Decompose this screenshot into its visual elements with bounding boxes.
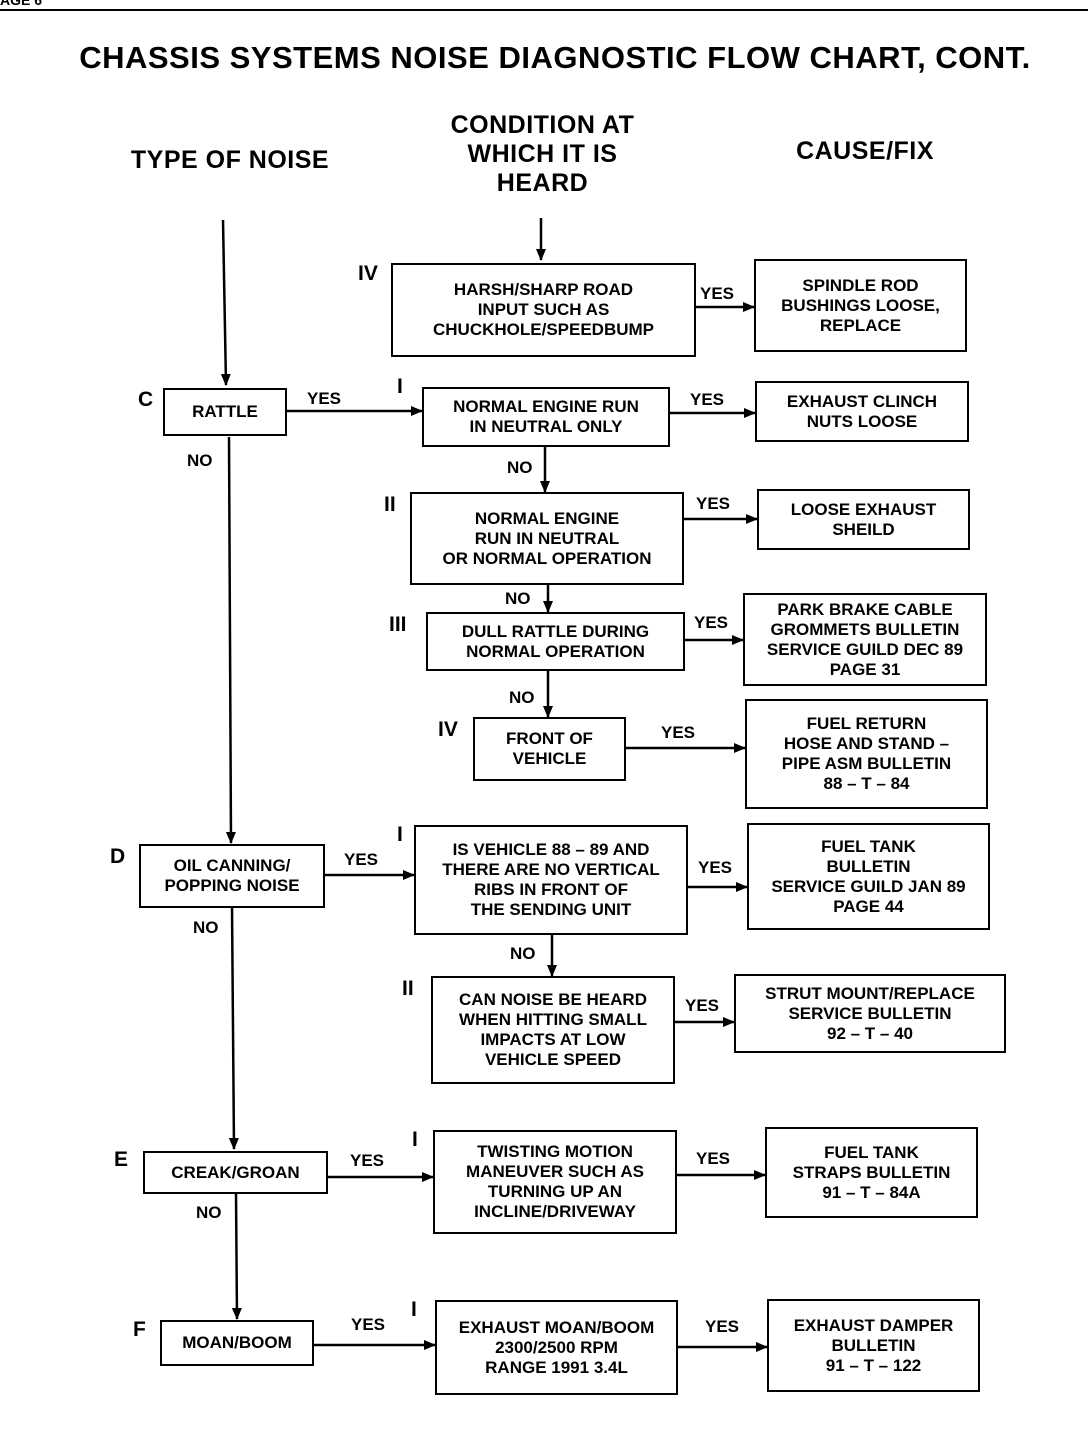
condition-harsh-road-box: HARSH/SHARP ROAD INPUT SUCH AS CHUCKHOLE… <box>391 263 696 357</box>
yes-label: YES <box>685 996 720 1015</box>
marker-i: I <box>412 1128 418 1151</box>
marker-iv: IV <box>438 718 458 741</box>
no-label: NO <box>196 1203 222 1222</box>
cause-clinch-box: EXHAUST CLINCH NUTS LOOSE <box>755 381 969 442</box>
cause-spindle-box: SPINDLE ROD BUSHINGS LOOSE, REPLACE <box>754 259 967 352</box>
no-label: NO <box>505 589 531 608</box>
no-label: NO <box>510 944 536 963</box>
condition-oil-2-box: CAN NOISE BE HEARD WHEN HITTING SMALL IM… <box>431 976 675 1084</box>
arrow-start-to-rattle <box>220 219 231 386</box>
condition-rattle-2-box: NORMAL ENGINE RUN IN NEUTRAL OR NORMAL O… <box>410 492 684 585</box>
cause-sheild-box: LOOSE EXHAUST SHEILD <box>757 489 970 550</box>
marker-d: D <box>110 845 126 868</box>
marker-iv: IV <box>358 262 378 285</box>
yes-label: YES <box>698 858 733 877</box>
header-cause-fix: CAUSE/FIX <box>796 137 934 165</box>
yes-label: YES <box>696 494 731 513</box>
yes-label: YES <box>696 1149 731 1168</box>
yes-label: YES <box>307 389 342 408</box>
no-label: NO <box>507 458 533 477</box>
yes-label: YES <box>694 613 729 632</box>
condition-oil-1-box: IS VEHICLE 88 – 89 AND THERE ARE NO VERT… <box>414 825 688 935</box>
condition-creak-1-box: TWISTING MOTION MANEUVER SUCH AS TURNING… <box>433 1130 677 1234</box>
cause-fuel-straps-box: FUEL TANK STRAPS BULLETIN 91 – T – 84A <box>765 1127 978 1218</box>
arrow-rattle-no <box>225 436 236 844</box>
yes-label: YES <box>350 1151 385 1170</box>
cause-fuel-return-box: FUEL RETURN HOSE AND STAND – PIPE ASM BU… <box>745 699 988 809</box>
marker-i: I <box>411 1298 417 1321</box>
condition-moan-1-box: EXHAUST MOAN/BOOM 2300/2500 RPM RANGE 19… <box>435 1300 678 1395</box>
page-label: AGE 6 <box>0 0 43 8</box>
top-rule <box>0 9 1088 11</box>
noise-oil-canning-box: OIL CANNING/ POPPING NOISE <box>139 844 325 908</box>
marker-f: F <box>133 1318 146 1341</box>
noise-moan-box: MOAN/BOOM <box>160 1320 314 1366</box>
yes-label: YES <box>344 850 379 869</box>
yes-label: YES <box>700 284 735 303</box>
yes-label: YES <box>690 390 725 409</box>
marker-iii: III <box>389 613 407 636</box>
marker-ii: II <box>384 493 396 516</box>
no-label: NO <box>193 918 219 937</box>
no-label: NO <box>509 688 535 707</box>
header-condition: CONDITION AT WHICH IT IS HEARD <box>450 111 635 197</box>
marker-c: C <box>138 388 154 411</box>
marker-e: E <box>114 1148 129 1171</box>
marker-ii: II <box>402 977 414 1000</box>
condition-rattle-4-box: FRONT OF VEHICLE <box>473 717 626 781</box>
yes-label: YES <box>351 1315 386 1334</box>
cause-strut-box: STRUT MOUNT/REPLACE SERVICE BULLETIN 92 … <box>734 974 1006 1053</box>
header-type-of-noise: TYPE OF NOISE <box>130 146 330 174</box>
cause-damper-box: EXHAUST DAMPER BULLETIN 91 – T – 122 <box>767 1299 980 1392</box>
noise-rattle-box: RATTLE <box>163 388 287 436</box>
arrow-creak-no <box>231 1192 242 1320</box>
yes-label: YES <box>661 723 696 742</box>
arrow-oil-no <box>228 906 239 1150</box>
condition-rattle-3-box: DULL RATTLE DURING NORMAL OPERATION <box>426 612 685 671</box>
no-label: NO <box>187 451 213 470</box>
condition-rattle-1-box: NORMAL ENGINE RUN IN NEUTRAL ONLY <box>422 387 670 447</box>
cause-fuel-tank-box: FUEL TANK BULLETIN SERVICE GUILD JAN 89 … <box>747 823 990 930</box>
page-title: CHASSIS SYSTEMS NOISE DIAGNOSTIC FLOW CH… <box>79 40 1031 75</box>
noise-creak-box: CREAK/GROAN <box>143 1151 328 1194</box>
marker-i: I <box>397 375 403 398</box>
marker-i: I <box>397 823 403 846</box>
yes-label: YES <box>705 1317 740 1336</box>
cause-park-brake-box: PARK BRAKE CABLE GROMMETS BULLETIN SERVI… <box>743 593 987 686</box>
